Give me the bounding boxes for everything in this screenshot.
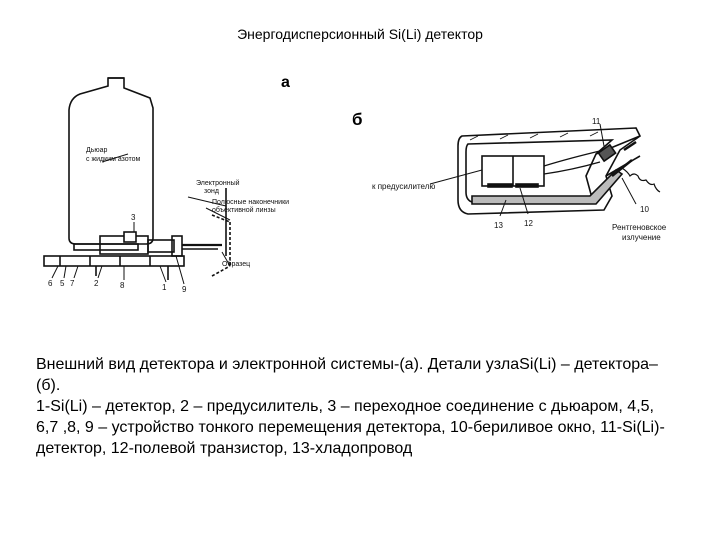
probe-label-1: Электронный (196, 179, 240, 187)
figure-a-labels: Дьюар с жидким азотом Электронный зонд П… (48, 147, 289, 294)
num-5: 5 (60, 279, 65, 288)
num-9: 9 (182, 285, 187, 294)
dewar-base (73, 243, 139, 251)
figure-a (43, 77, 231, 285)
figure-b-labels: к предусилителю Рентгеновское излучение … (372, 117, 667, 242)
figure-b-label: б (352, 110, 363, 129)
pole-label-1: Полюсные наконечники (212, 199, 289, 206)
num-12: 12 (524, 219, 533, 228)
num-8: 8 (120, 281, 125, 290)
caption-line-1: Внешний вид детектора и электронной сист… (36, 356, 658, 394)
sample-label: Образец (222, 260, 250, 268)
dewar-label-1: Дьюар (86, 147, 108, 154)
caption: Внешний вид детектора и электронной сист… (36, 354, 676, 459)
num-13: 13 (494, 221, 503, 230)
probe-label-2: зонд (204, 188, 219, 195)
mount-rail (43, 255, 185, 267)
pole-label-2: объективной линзы (212, 206, 276, 214)
outer-housing (457, 127, 642, 215)
slide-title: Энергодисперсионный Si(Li) детектор (237, 26, 483, 42)
num-3: 3 (131, 213, 136, 222)
preamp-label: к предусилителю (372, 182, 435, 191)
xray-wave (621, 167, 661, 193)
dewar-bottle (68, 77, 154, 245)
figure-b (429, 123, 661, 217)
xray-label-1: Рентгеновское (612, 223, 667, 232)
num-2: 2 (94, 279, 99, 288)
num-7: 7 (70, 279, 75, 288)
caption-line-2: 1-Si(Li) – детектор, 2 – предусилитель, … (36, 398, 665, 457)
cold-finger (471, 168, 624, 205)
num-6: 6 (48, 279, 53, 288)
num-10: 10 (640, 205, 649, 214)
si-li-crystal (597, 143, 617, 163)
figure-a-label: а (281, 74, 290, 91)
xray-label-2: излучение (622, 233, 661, 242)
num-11: 11 (592, 117, 601, 126)
dewar-label-2: с жидким азотом (86, 156, 141, 163)
num-1: 1 (162, 283, 167, 292)
